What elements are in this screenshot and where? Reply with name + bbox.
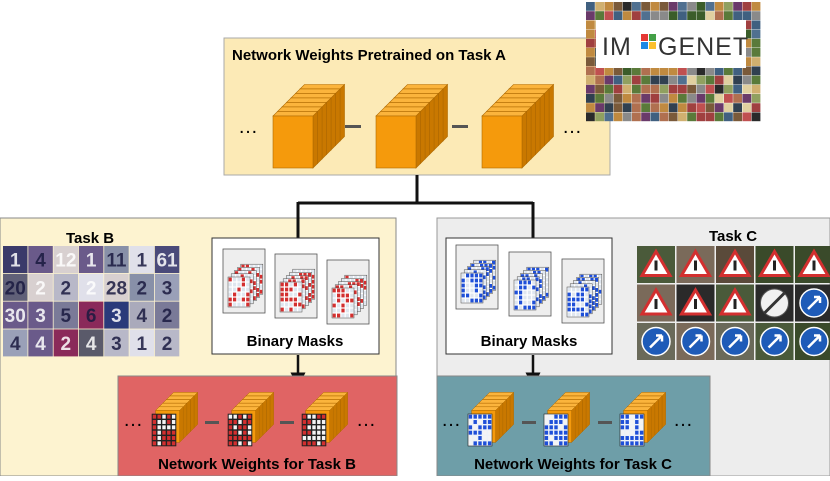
- pretrained-right-ellipsis: …: [562, 116, 582, 138]
- task-b-mask-2: [274, 253, 318, 319]
- svg-text:4: 4: [136, 306, 147, 327]
- svg-text:1: 1: [10, 251, 21, 272]
- svg-text:3: 3: [162, 278, 173, 299]
- task-b-result-stack-2: [227, 391, 275, 447]
- imagenet-image: IM GENET: [586, 2, 761, 122]
- task-b-result-stack-3: [301, 391, 349, 447]
- svg-text:28: 28: [106, 278, 127, 299]
- task-b-mask-stacks: [222, 248, 370, 325]
- svg-text:2: 2: [162, 334, 173, 355]
- svg-text:12: 12: [55, 251, 76, 272]
- pretrained-filter-stacks: [272, 83, 555, 169]
- task-b-dash-2: [280, 421, 294, 424]
- svg-text:3: 3: [35, 306, 46, 327]
- svg-text:3: 3: [111, 306, 122, 327]
- task-c-result-stacks: [467, 391, 667, 447]
- pretrained-stack-2: [375, 83, 449, 169]
- svg-text:2: 2: [61, 334, 72, 355]
- task-c-masks-label: Binary Masks: [481, 333, 578, 350]
- pretrained-stack-3: [481, 83, 555, 169]
- task-b-mask-3: [326, 259, 370, 325]
- svg-text:2: 2: [35, 278, 46, 299]
- imagenet-logo-left: IM: [602, 33, 632, 61]
- imagenet-logo-square-3: [641, 42, 648, 49]
- svg-text:20: 20: [5, 278, 26, 299]
- svg-text:2: 2: [136, 278, 147, 299]
- svg-text:61: 61: [156, 251, 178, 272]
- svg-text:2: 2: [162, 306, 173, 327]
- task-c-mask-2: [508, 251, 552, 317]
- task-c-dash-2: [598, 421, 612, 424]
- svg-text:11: 11: [106, 251, 127, 272]
- task-b-result-stacks: [151, 391, 349, 447]
- task-c-title: Task C: [709, 228, 757, 245]
- task-c-result-left-ellipsis: …: [441, 409, 461, 431]
- task-c-mask-3: [561, 258, 605, 324]
- task-b-masks-label: Binary Masks: [247, 333, 344, 350]
- task-b-mask-1: [222, 248, 266, 314]
- svg-text:6: 6: [86, 306, 97, 327]
- pretrained-left-ellipsis: …: [238, 116, 258, 138]
- task-b-result-title: Network Weights for Task B: [158, 456, 356, 473]
- task-c-result-stack-3: [619, 391, 667, 447]
- svg-text:1: 1: [136, 334, 147, 355]
- imagenet-logo-right: GENET: [658, 33, 749, 61]
- task-c-dash-1: [522, 421, 536, 424]
- svg-text:4: 4: [35, 251, 46, 272]
- svg-text:5: 5: [61, 306, 72, 327]
- svg-text:3: 3: [111, 334, 122, 355]
- pretrained-dash-1: [345, 125, 361, 128]
- task-c-result-stack-2: [543, 391, 591, 447]
- task-c-result-right-ellipsis: …: [673, 409, 693, 431]
- task-c-mask-stacks: [455, 244, 605, 324]
- pretrained-dash-2: [452, 125, 468, 128]
- svg-text:2: 2: [61, 278, 72, 299]
- task-c-mask-1: [455, 244, 499, 310]
- task-b-result-stack-1: [151, 391, 199, 447]
- pretrained-stack-1: [272, 83, 346, 169]
- task-c-result-title: Network Weights for Task C: [474, 456, 672, 473]
- pretrained-title: Network Weights Pretrained on Task A: [232, 47, 506, 64]
- imagenet-logo-square-2: [649, 34, 656, 41]
- task-c-result-stack-1: [467, 391, 515, 447]
- svg-text:30: 30: [5, 306, 26, 327]
- task-b-title: Task B: [66, 230, 114, 247]
- traffic-sign-images: [637, 246, 830, 360]
- svg-text:4: 4: [35, 334, 46, 355]
- svg-text:4: 4: [86, 334, 97, 355]
- svg-text:4: 4: [10, 334, 21, 355]
- task-b-dash-1: [205, 421, 219, 424]
- task-b-result-right-ellipsis: …: [356, 409, 376, 431]
- task-b-result-left-ellipsis: …: [123, 409, 143, 431]
- imagenet-logo-box: [596, 20, 746, 68]
- tree-connectors: [296, 175, 535, 238]
- svg-text:1: 1: [86, 251, 97, 272]
- imagenet-logo-square-4: [649, 42, 656, 49]
- svg-text:1: 1: [136, 251, 147, 272]
- imagenet-logo-square-1: [641, 34, 648, 41]
- svg-text:2: 2: [86, 278, 97, 299]
